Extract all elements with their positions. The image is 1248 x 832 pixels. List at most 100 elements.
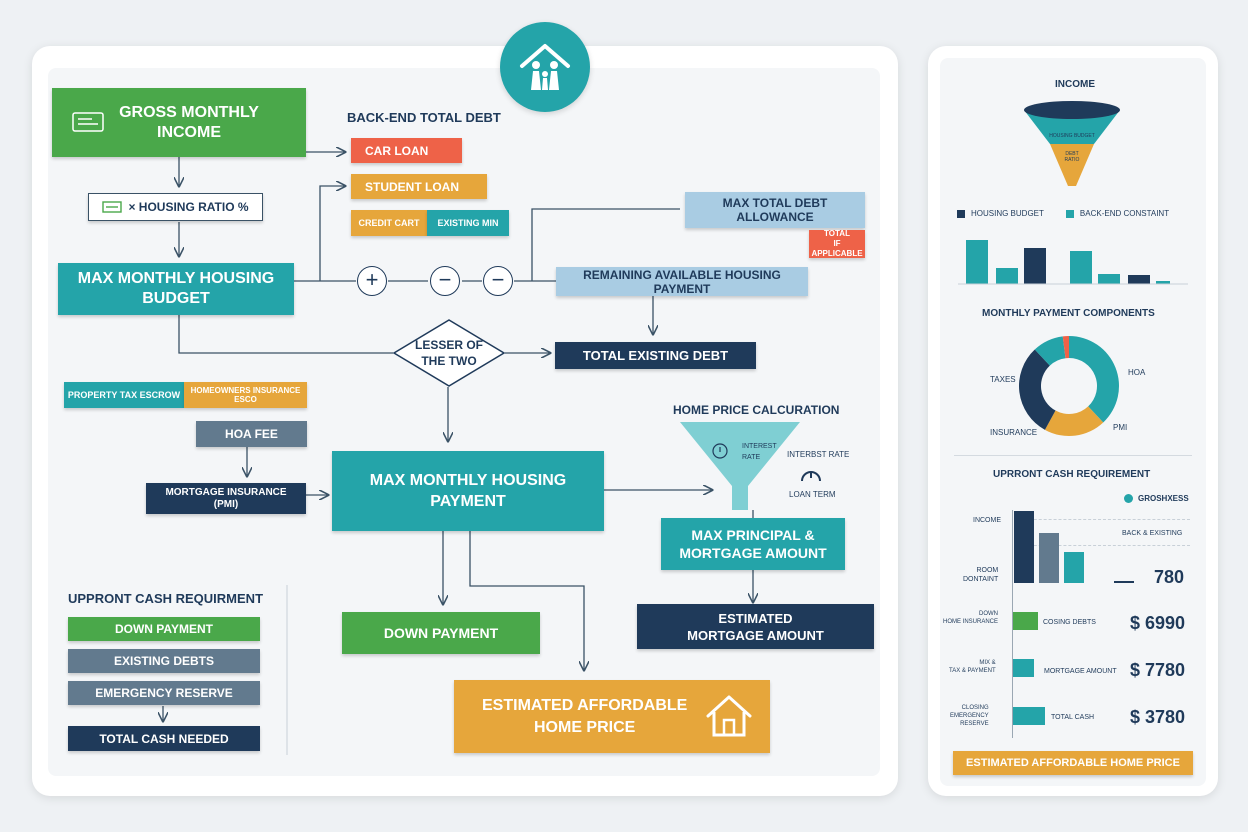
upfront-existing-debts-label: EXISTING DEBTS bbox=[113, 654, 214, 668]
max-monthly-housing-payment-label: MAX MONTHLY HOUSING PAYMENT bbox=[369, 472, 567, 510]
value-780: 780 bbox=[1154, 567, 1185, 587]
house-icon bbox=[706, 695, 752, 737]
donut-pmi-label: PMI bbox=[1113, 423, 1128, 432]
car-loan-label: CAR LOAN bbox=[365, 143, 429, 158]
income-bar bbox=[1128, 275, 1150, 284]
homeowners-insurance-box: HOMEOWNERS INSURANCE ESCO bbox=[184, 382, 307, 408]
mortgage-insurance-label: MORTGAGE INSURANCE (PMI) bbox=[165, 486, 287, 510]
row-total-cash-label: TOTAL CASH bbox=[1051, 714, 1095, 721]
housing-ratio-box: × HOUSING RATIO % bbox=[88, 193, 263, 221]
gross-monthly-income-box: GROSS MONTHLY INCOME bbox=[52, 88, 306, 157]
upfront-existing-debts-box: EXISTING DEBTS bbox=[68, 649, 260, 673]
max-monthly-housing-budget-label: MAX MONTHLY HOUSING BUDGET bbox=[77, 270, 275, 307]
housing-ratio-label: × HOUSING RATIO % bbox=[128, 200, 249, 214]
max-monthly-housing-budget-box: MAX MONTHLY HOUSING BUDGET bbox=[58, 263, 294, 315]
existing-min-label: EXISTING MIN bbox=[437, 218, 499, 228]
donut-slice-hoa bbox=[1044, 406, 1104, 436]
credit-card-box: CREDIT CART bbox=[351, 210, 427, 236]
max-monthly-housing-payment-box: MAX MONTHLY HOUSING PAYMENT bbox=[332, 451, 604, 531]
side-upfront-title: UPRRONT CASH REQUIREMENT bbox=[993, 469, 1151, 480]
interest-rate-label: INTERBST RATE bbox=[787, 450, 850, 459]
max-total-debt-allowance-label: MAX TOTAL DEBT ALLOWANCE bbox=[722, 196, 828, 224]
minus-operator-icon-2: − bbox=[483, 266, 513, 296]
income-funnel: HOUSING BUDGET DEBT RATIO bbox=[1022, 100, 1122, 190]
max-principal-box: MAX PRINCIPAL & MORTGAGE AMOUNT bbox=[661, 518, 845, 570]
homeowners-insurance-label: HOMEOWNERS INSURANCE ESCO bbox=[190, 386, 301, 404]
estimated-affordable-home-price-label: ESTIMATED AFFORDABLE HOME PRICE bbox=[482, 696, 688, 736]
groshxess-legend: GROSHXESS bbox=[1124, 494, 1189, 503]
donut-slice-other bbox=[1062, 336, 1069, 359]
minus-operator-icon: − bbox=[430, 266, 460, 296]
income-bar bbox=[996, 268, 1018, 284]
monthly-components-donut bbox=[1019, 336, 1119, 436]
side-divider bbox=[954, 455, 1192, 456]
loan-term-label: LOAN TERM bbox=[789, 490, 836, 499]
mortgage-insurance-box: MORTGAGE INSURANCE (PMI) bbox=[146, 483, 306, 514]
property-tax-escrow-box: PROPERTY TAX ESCROW bbox=[64, 382, 184, 408]
remaining-available-housing-payment-box: REMAINING AVAILABLE HOUSING PAYMENT bbox=[556, 267, 808, 296]
side-footer-label: ESTIMATED AFFORDABLE HOME PRICE bbox=[966, 757, 1180, 769]
legend-swatch-back-end bbox=[1065, 209, 1074, 218]
family-home-icon bbox=[500, 22, 590, 112]
donut-slice-pmi bbox=[1019, 349, 1056, 430]
plus-operator-icon: + bbox=[357, 266, 387, 296]
total-existing-debt-box: TOTAL EXISTING DEBT bbox=[555, 342, 756, 369]
donut-slice-taxes bbox=[1069, 336, 1119, 423]
upfront-dash-2 bbox=[1014, 545, 1190, 546]
hoa-fee-label: HOA FEE bbox=[225, 427, 278, 441]
credit-card-label: CREDIT CART bbox=[358, 218, 420, 228]
money-icon bbox=[72, 112, 104, 132]
income-bar-chart bbox=[958, 240, 1188, 285]
ratio-icon bbox=[102, 201, 123, 213]
row-room-label: ROOM DONTAINT bbox=[963, 567, 999, 583]
monthly-components-title: MONTHLY PAYMENT COMPONENTS bbox=[982, 308, 1155, 319]
car-loan-box: CAR LOAN bbox=[351, 138, 462, 163]
estimated-affordable-home-price-box: ESTIMATED AFFORDABLE HOME PRICE bbox=[454, 680, 770, 753]
student-loan-label: STUDENT LOAN bbox=[365, 179, 459, 194]
funnel-bottom-label: DEBT RATIO bbox=[1064, 151, 1080, 163]
existing-min-box: EXISTING MIN bbox=[427, 210, 509, 236]
value-6990: $ 6990 bbox=[1130, 613, 1186, 633]
down-payment-box: DOWN PAYMENT bbox=[342, 612, 540, 654]
income-bar bbox=[1070, 251, 1092, 284]
upfront-bar bbox=[1114, 581, 1134, 583]
hbar-mix bbox=[1013, 659, 1034, 677]
upfront-emergency-reserve-box: EMERGENCY RESERVE bbox=[68, 681, 260, 705]
row-mortgage-amount-label: MORTGAGE AMOUNT bbox=[1044, 668, 1117, 675]
hbar-closing bbox=[1013, 707, 1045, 725]
row-down-label: DOWN HOME INSURANCE bbox=[943, 611, 999, 625]
upfront-down-payment-label: DOWN PAYMENT bbox=[114, 622, 213, 636]
back-end-total-debt-heading: BACK-END TOTAL DEBT bbox=[347, 110, 501, 125]
upfront-cash-heading: UPPRONT CASH REQUIRMENT bbox=[68, 591, 264, 606]
upfront-bar-chart bbox=[1014, 511, 1134, 583]
upfront-dash-1 bbox=[1014, 519, 1190, 520]
side-income-title: INCOME bbox=[1055, 79, 1095, 90]
income-bar bbox=[1024, 248, 1046, 284]
student-loan-box: STUDENT LOAN bbox=[351, 174, 487, 199]
lesser-of-two-label: LESSER OF THE TWO bbox=[414, 338, 483, 368]
total-existing-debt-label: TOTAL EXISTING DEBT bbox=[582, 348, 729, 363]
home-price-calculation-heading: HOME PRICE CALCURATION bbox=[673, 403, 840, 417]
upfront-bar bbox=[1039, 533, 1059, 583]
funnel-top-label: HOUSING BUDGET bbox=[1049, 133, 1095, 139]
lesser-of-two-diamond: LESSER OF THE TWO bbox=[392, 318, 506, 388]
upfront-down-payment-box: DOWN PAYMENT bbox=[68, 617, 260, 641]
row-income-label: INCOME bbox=[973, 517, 1001, 524]
estimated-mortgage-box: ESTIMATED MORTGAGE AMOUNT bbox=[637, 604, 874, 649]
legend-swatch-housing bbox=[957, 209, 965, 218]
groshxess-label: GROSHXESS bbox=[1138, 494, 1189, 503]
gross-monthly-income-label: GROSS MONTHLY INCOME bbox=[119, 103, 259, 141]
total-cash-needed-label: TOTAL CASH NEEDED bbox=[99, 731, 229, 746]
estimated-mortgage-label: ESTIMATED MORTGAGE AMOUNT bbox=[687, 610, 824, 643]
clock-icon bbox=[801, 471, 821, 482]
hbar-down bbox=[1013, 612, 1038, 630]
legend-housing-budget: HOUSING BUDGET bbox=[971, 209, 1044, 218]
remaining-available-label: REMAINING AVAILABLE HOUSING PAYMENT bbox=[583, 267, 781, 296]
max-total-debt-allowance-box: MAX TOTAL DEBT ALLOWANCE bbox=[685, 192, 865, 228]
total-cash-needed-box: TOTAL CASH NEEDED bbox=[68, 726, 260, 751]
side-footer-box: ESTIMATED AFFORDABLE HOME PRICE bbox=[953, 751, 1193, 775]
home-price-funnel: INTEREST RATE bbox=[680, 420, 800, 512]
total-if-applicable-label: TOTAL IF APPLICABLE bbox=[811, 229, 863, 258]
row-mix-label: MIX & TAX & PAYMENT bbox=[949, 660, 996, 674]
